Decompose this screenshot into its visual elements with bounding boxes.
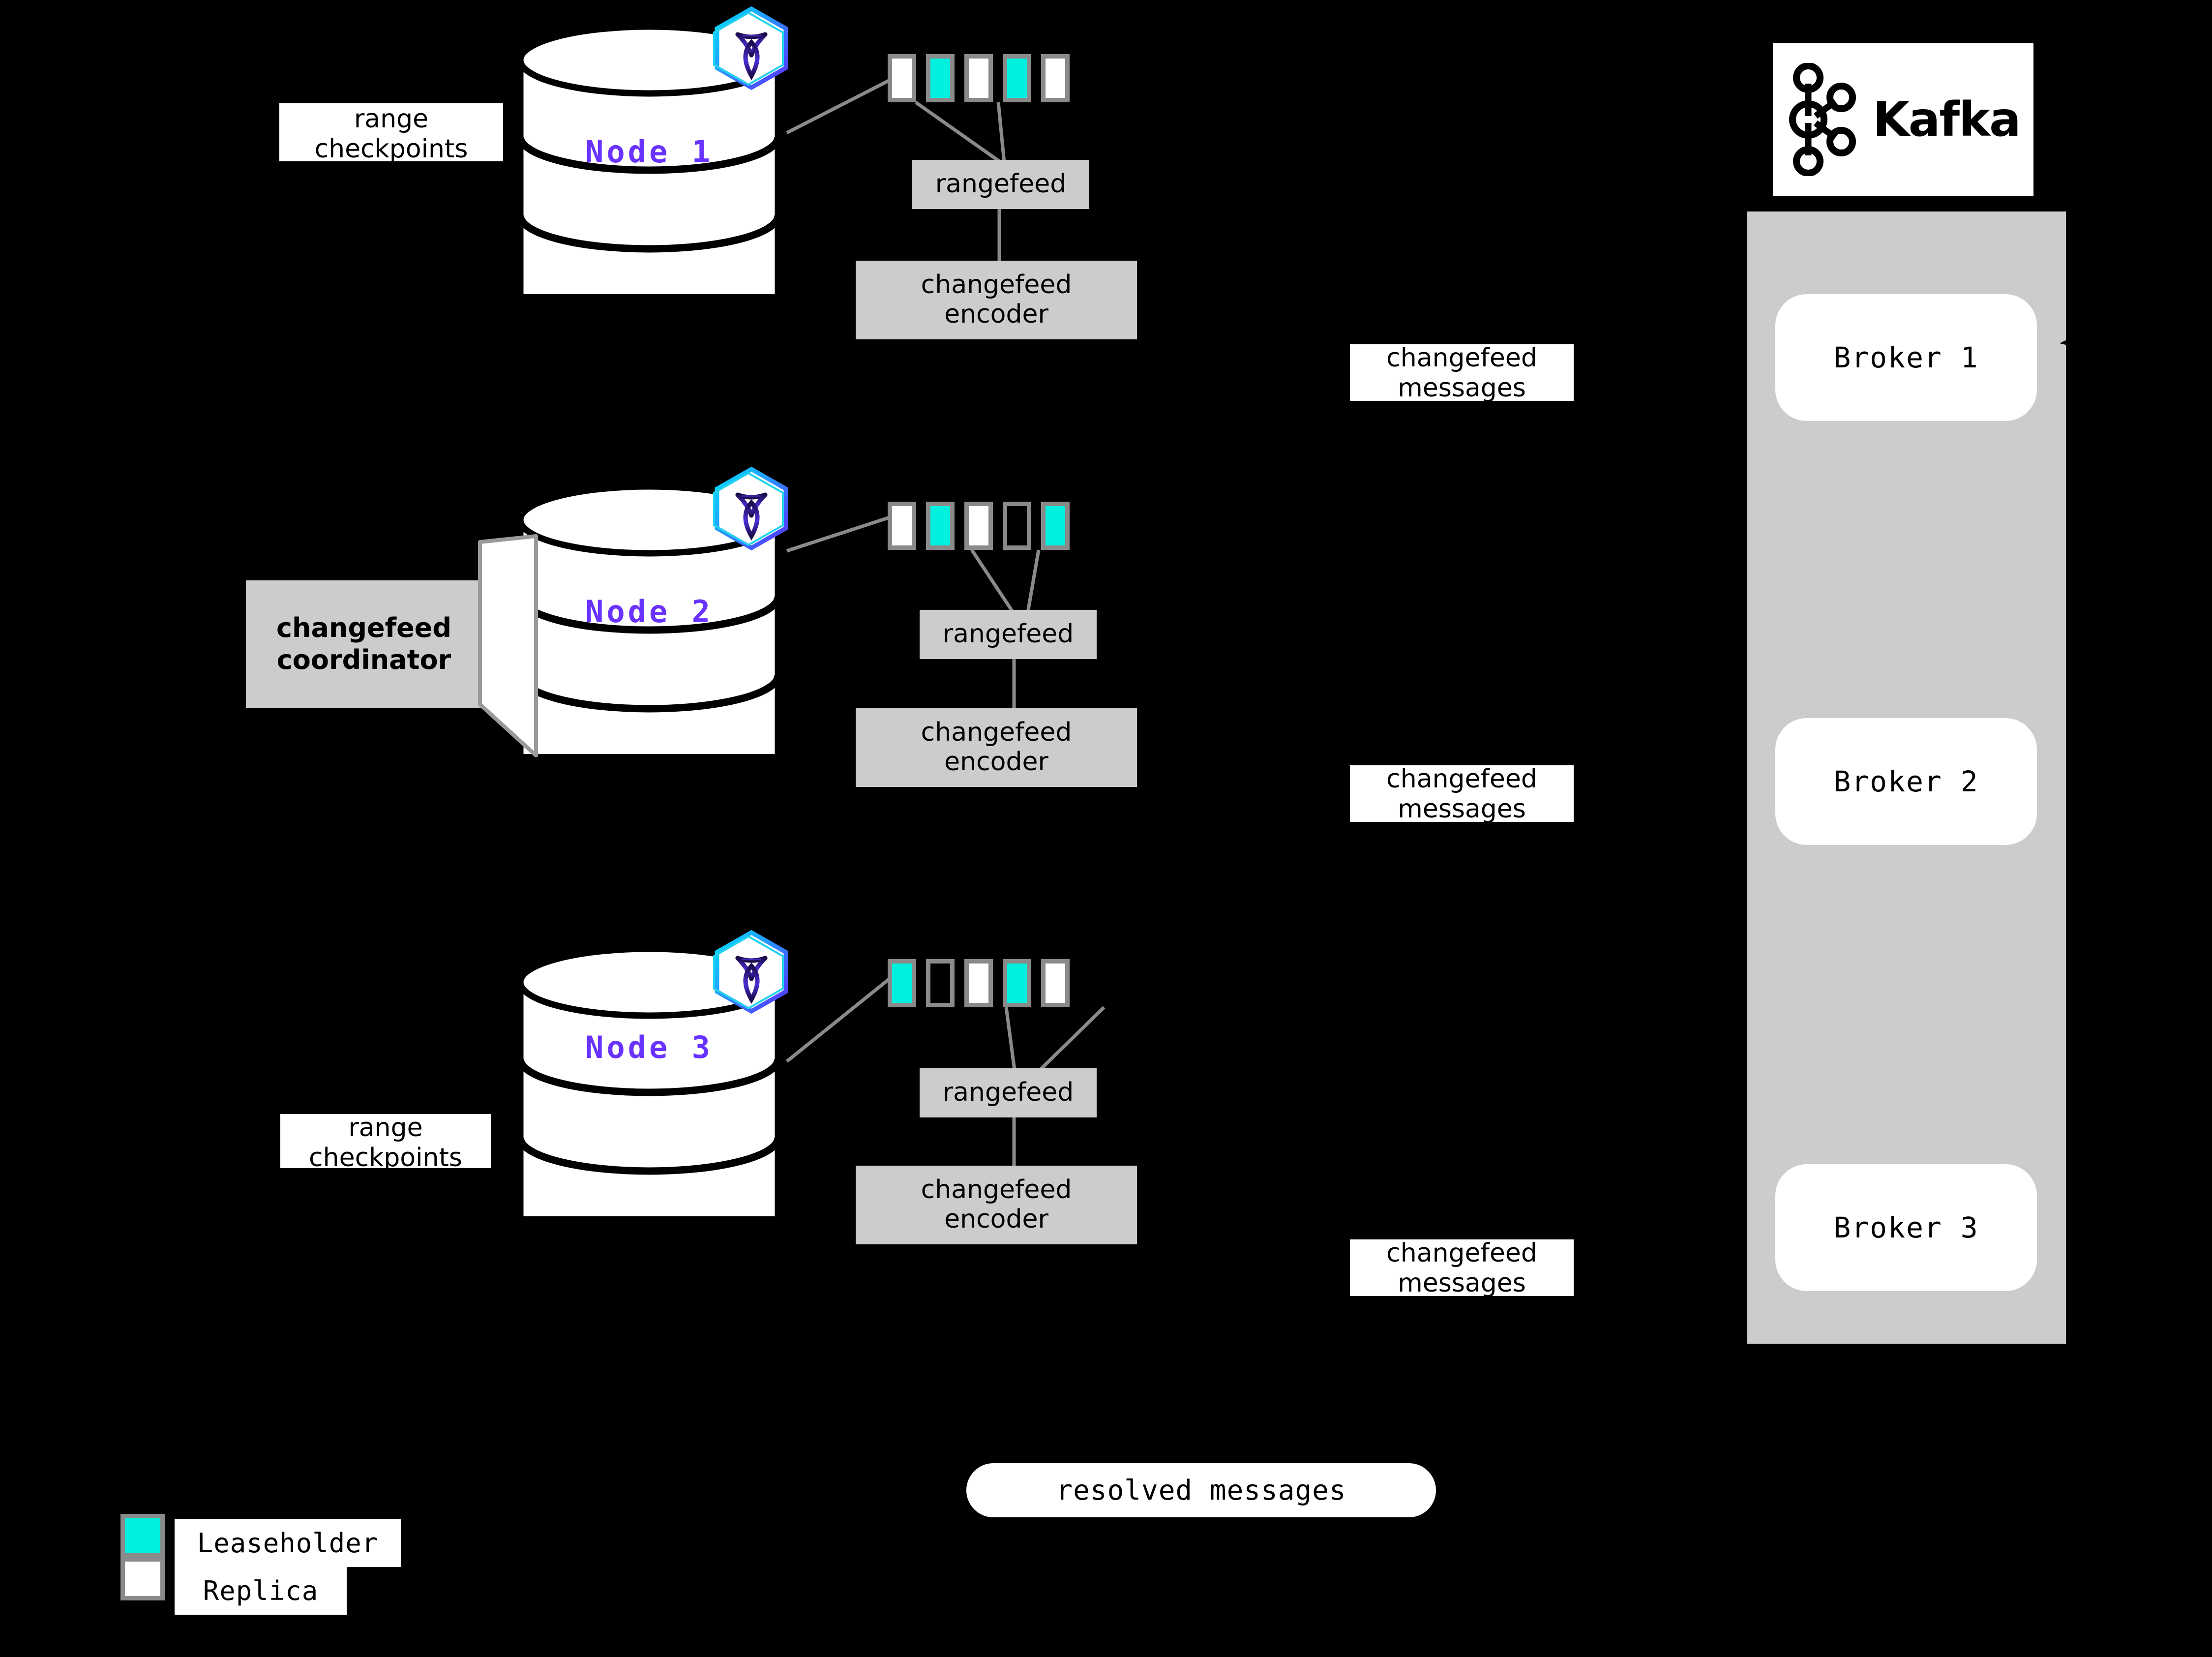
changefeed-messages-line1: changefeed bbox=[1386, 1238, 1537, 1268]
range-box[interactable] bbox=[964, 959, 993, 1007]
changefeed-messages-line1: changefeed bbox=[1386, 764, 1537, 794]
changefeed-messages-line2: messages bbox=[1398, 794, 1526, 824]
range-box[interactable] bbox=[964, 54, 993, 102]
node-2-range-strip bbox=[888, 502, 1070, 550]
legend-text: Leaseholder bbox=[197, 1527, 379, 1559]
legend-swatch-leaseholder bbox=[120, 1514, 165, 1557]
node-3-rangefeed-box[interactable]: rangefeed bbox=[920, 1068, 1097, 1117]
range-checkpoints-line2: checkpoints bbox=[314, 134, 468, 164]
node-2-label: Node 2 bbox=[585, 594, 713, 630]
node-1-rangefeed-box[interactable]: rangefeed bbox=[912, 160, 1089, 209]
changefeed-coordinator-box: changefeed coordinator bbox=[246, 580, 482, 708]
encoder-label-line1: changefeed bbox=[921, 270, 1072, 300]
node-1-changefeed-messages-label: changefeed messages bbox=[1350, 343, 1574, 403]
encoder-label-line2: encoder bbox=[944, 747, 1048, 777]
kafka-logo-box: Kafka bbox=[1773, 43, 2033, 196]
kafka-panel-arrow-icon bbox=[2060, 331, 2084, 349]
range-box[interactable] bbox=[1003, 959, 1031, 1007]
node-3-label: Node 3 bbox=[585, 1029, 713, 1065]
node-3-changefeed-encoder-box[interactable]: changefeed encoder bbox=[856, 1166, 1137, 1244]
broker-label: Broker 3 bbox=[1833, 1211, 1979, 1244]
node-1-rangefeed-label: rangefeed bbox=[935, 169, 1067, 199]
range-box[interactable] bbox=[888, 502, 916, 550]
node-2-rangefeed-label: rangefeed bbox=[942, 619, 1074, 649]
legend-label-leaseholder: Leaseholder bbox=[175, 1519, 401, 1567]
node-1-label: Node 1 bbox=[585, 134, 713, 170]
range-box[interactable] bbox=[926, 54, 955, 102]
node-3-cylinder: Node 3 bbox=[516, 945, 782, 1253]
range-box[interactable] bbox=[888, 54, 916, 102]
encoder-label-line2: encoder bbox=[944, 300, 1048, 329]
coordinator-label-line1: changefeed bbox=[276, 612, 451, 644]
kafka-wordmark: Kafka bbox=[1873, 92, 2021, 147]
kafka-broker-3[interactable]: Broker 3 bbox=[1775, 1164, 2037, 1291]
cockroachdb-logo-icon bbox=[712, 466, 791, 551]
node-3-range-strip bbox=[888, 959, 1070, 1007]
node-1-range-checkpoints-label: range checkpoints bbox=[279, 103, 503, 164]
coordinator-pointer-icon bbox=[478, 534, 538, 757]
encoder-label-line1: changefeed bbox=[921, 718, 1072, 748]
node-2-changefeed-messages-label: changefeed messages bbox=[1350, 764, 1574, 824]
node-3-range-checkpoints-label: range checkpoints bbox=[280, 1113, 491, 1173]
cockroachdb-logo-icon bbox=[712, 6, 791, 90]
node-2-changefeed-encoder-box[interactable]: changefeed encoder bbox=[856, 708, 1137, 787]
range-checkpoints-line2: checkpoints bbox=[309, 1143, 462, 1173]
kafka-broker-1[interactable]: Broker 1 bbox=[1775, 294, 2037, 421]
range-box[interactable] bbox=[1041, 959, 1070, 1007]
cockroachdb-logo-icon bbox=[712, 930, 791, 1014]
range-box[interactable] bbox=[1041, 502, 1070, 550]
range-checkpoints-line1: range bbox=[354, 104, 429, 134]
changefeed-messages-line2: messages bbox=[1398, 1268, 1526, 1298]
range-box[interactable] bbox=[1003, 502, 1031, 550]
resolved-messages-pill[interactable]: resolved messages bbox=[966, 1463, 1436, 1517]
resolved-messages-label: resolved messages bbox=[1056, 1474, 1346, 1506]
node-2-rangefeed-box[interactable]: rangefeed bbox=[920, 610, 1097, 659]
range-box[interactable] bbox=[964, 502, 993, 550]
broker-label: Broker 2 bbox=[1833, 765, 1979, 798]
legend-text: Replica bbox=[203, 1575, 319, 1606]
encoder-label-line1: changefeed bbox=[921, 1175, 1072, 1205]
node-3-changefeed-messages-label: changefeed messages bbox=[1350, 1238, 1574, 1298]
broker-label: Broker 1 bbox=[1833, 341, 1979, 374]
node-2-cylinder: Node 2 bbox=[516, 483, 782, 791]
node-3-rangefeed-label: rangefeed bbox=[942, 1078, 1074, 1108]
changefeed-messages-line1: changefeed bbox=[1386, 343, 1537, 373]
encoder-label-line2: encoder bbox=[944, 1205, 1048, 1234]
node-1-range-strip bbox=[888, 54, 1070, 102]
node-1-changefeed-encoder-box[interactable]: changefeed encoder bbox=[856, 261, 1137, 339]
range-box[interactable] bbox=[926, 502, 955, 550]
kafka-broker-2[interactable]: Broker 2 bbox=[1775, 718, 2037, 845]
range-box[interactable] bbox=[888, 959, 916, 1007]
legend-swatch-replica bbox=[120, 1557, 165, 1600]
coordinator-label-line2: coordinator bbox=[276, 644, 451, 675]
kafka-logo-icon bbox=[1789, 63, 1856, 176]
changefeed-messages-line2: messages bbox=[1398, 373, 1526, 403]
range-box[interactable] bbox=[1003, 54, 1031, 102]
range-box[interactable] bbox=[1041, 54, 1070, 102]
range-box[interactable] bbox=[926, 959, 955, 1007]
legend-label-replica: Replica bbox=[175, 1567, 347, 1615]
range-checkpoints-line1: range bbox=[348, 1113, 423, 1143]
